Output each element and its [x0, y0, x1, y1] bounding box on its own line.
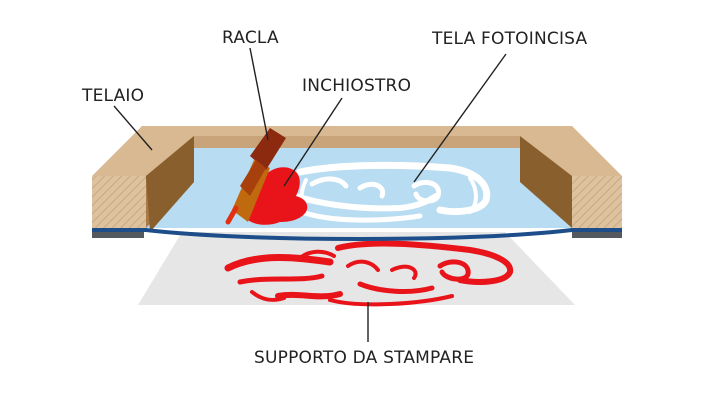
- frame-back-strip: [194, 136, 520, 148]
- frame-left-block: [146, 136, 194, 232]
- frame-right-inner-wall: [520, 136, 572, 228]
- label-racla: RACLA: [222, 28, 279, 48]
- squeegee-grip: [240, 160, 266, 196]
- leader-tela: [413, 53, 507, 183]
- leader-inchiostro: [283, 97, 343, 187]
- label-inchiostro: INCHIOSTRO: [302, 76, 412, 96]
- mesh-screen: [144, 136, 572, 228]
- frame-left-endgrain: [92, 176, 146, 228]
- frame-right-foot: [572, 228, 622, 238]
- frame-left-foot: [92, 228, 144, 238]
- ink-drops: [285, 174, 296, 186]
- squeegee-handle: [250, 128, 286, 170]
- mesh-edge: [92, 228, 622, 241]
- frame-right-endgrain: [572, 176, 622, 228]
- label-tela-fotoincisa: TELA FOTOINCISA: [432, 29, 588, 49]
- label-telaio: TELAIO: [82, 86, 145, 106]
- label-supporto-da-stampare: SUPPORTO DA STAMPARE: [254, 348, 475, 368]
- stencil-image: [293, 161, 491, 223]
- leader-telaio: [113, 105, 153, 151]
- squeegee-edge: [225, 205, 239, 225]
- leader-racla: [249, 47, 269, 141]
- squeegee: [225, 128, 286, 225]
- printed-image: [224, 240, 514, 307]
- leader-lines: [113, 47, 507, 342]
